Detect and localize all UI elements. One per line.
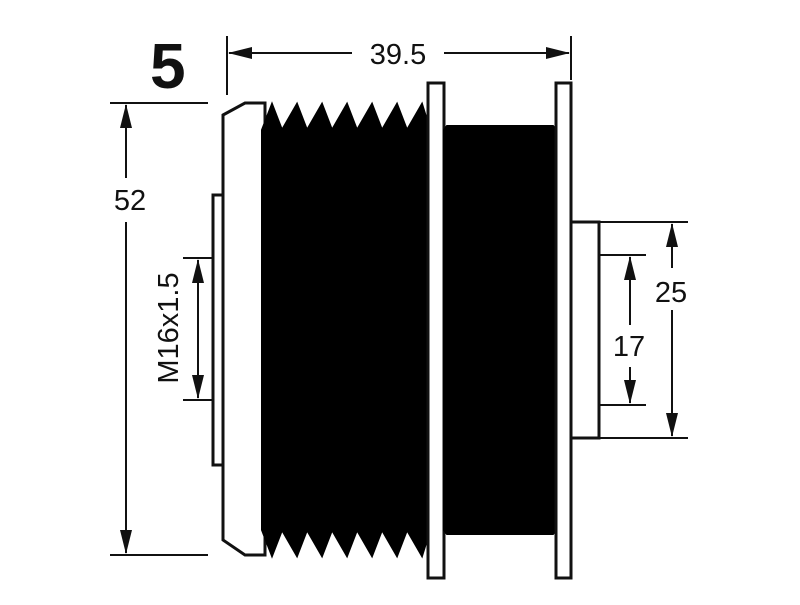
left-flange (221, 101, 267, 557)
hub-outer-label: 25 (655, 277, 687, 309)
length-dimension: 39.5 (226, 36, 572, 95)
right-flange (554, 81, 573, 580)
outer-diameter-dimension: 52 (110, 102, 208, 556)
hub-outer-dimension: 25 (600, 221, 694, 439)
hub-inner-label: 17 (613, 331, 645, 363)
thread-label: M16x1.5 (153, 272, 185, 383)
right-hub (569, 220, 601, 440)
thread-dimension: M16x1.5 (153, 257, 212, 401)
length-label: 39.5 (370, 39, 426, 71)
grooved-belt-section (261, 101, 431, 559)
drum-section (443, 125, 557, 535)
pulley-body (211, 81, 601, 580)
middle-ring (426, 81, 446, 580)
part-number-label: 5 (150, 30, 186, 102)
hub-inner-dimension: 17 (600, 254, 652, 406)
outer-diameter-label: 52 (114, 185, 146, 217)
